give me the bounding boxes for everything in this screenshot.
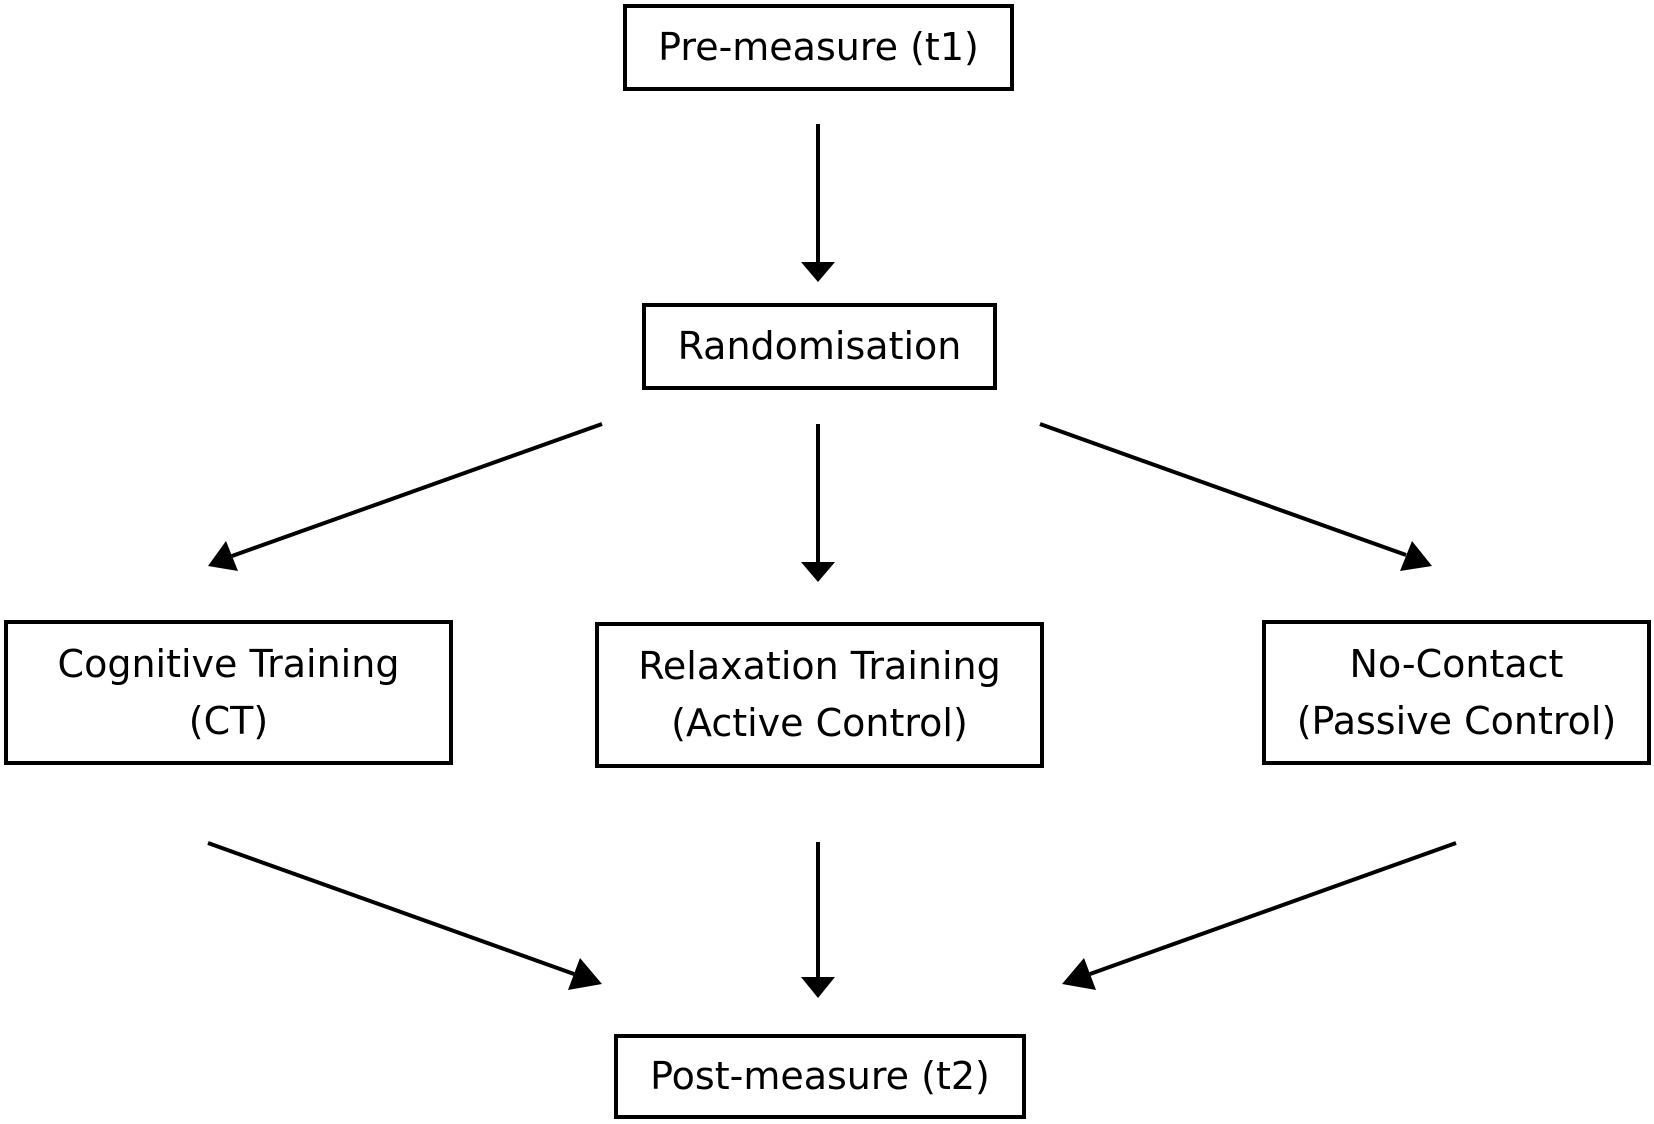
node-post-measure-label: Post-measure (t2)	[650, 1054, 990, 1098]
node-relaxation-training: Relaxation Training (Active Control)	[595, 622, 1044, 768]
node-relaxation-training-sublabel: (Active Control)	[671, 701, 968, 745]
node-pre-measure: Pre-measure (t1)	[623, 4, 1014, 91]
node-relaxation-training-label: Relaxation Training	[638, 644, 1001, 688]
edge-rand-to-relax	[801, 424, 835, 582]
node-randomisation: Randomisation	[642, 303, 997, 390]
node-pre-measure-label: Pre-measure (t1)	[658, 25, 979, 69]
node-no-contact-label: No-Contact	[1349, 641, 1564, 686]
node-randomisation-label: Randomisation	[677, 324, 962, 368]
node-post-measure: Post-measure (t2)	[614, 1034, 1026, 1119]
node-cognitive-training-sublabel: (CT)	[188, 698, 269, 743]
node-no-contact-sublabel: (Passive Control)	[1296, 698, 1617, 743]
node-cognitive-training: Cognitive Training (CT)	[4, 620, 453, 765]
node-cognitive-training-label: Cognitive Training	[57, 641, 400, 686]
edge-rand-to-nc	[1039, 422, 1432, 571]
edge-pre-to-rand	[801, 124, 835, 282]
edge-ct-to-post	[207, 841, 602, 990]
edge-nc-to-post	[1062, 841, 1457, 990]
edge-rand-to-ct	[208, 422, 603, 571]
node-no-contact: No-Contact (Passive Control)	[1262, 620, 1651, 765]
edge-relax-to-post	[801, 842, 835, 998]
